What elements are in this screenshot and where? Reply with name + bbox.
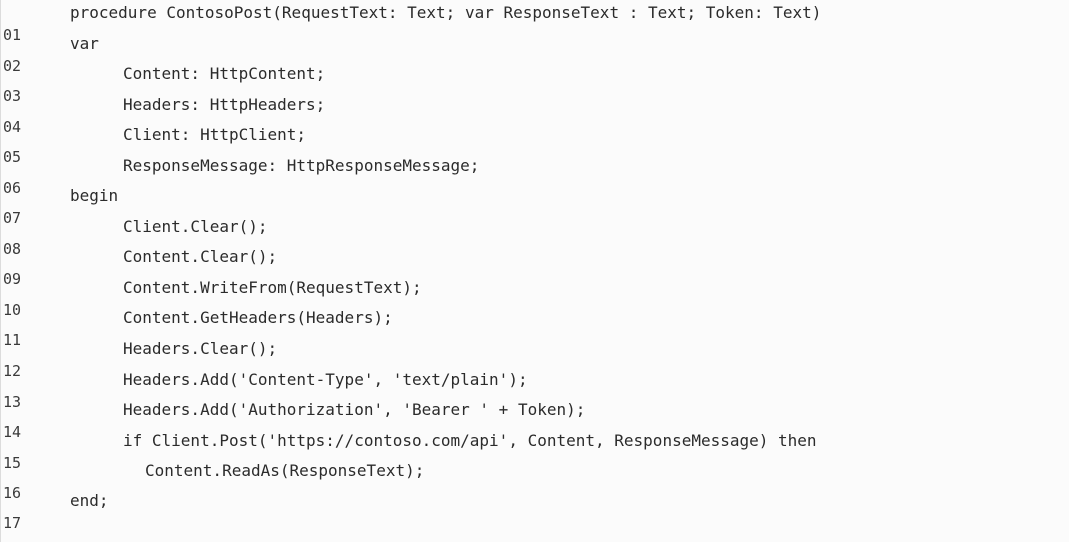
code-text: Content.ReadAs(ResponseText); (145, 461, 425, 480)
line-number: 15 (3, 454, 22, 472)
line-number: 09 (3, 270, 22, 288)
line-number: 06 (3, 179, 22, 197)
code-text: Content.GetHeaders(Headers); (123, 308, 393, 327)
code-text: procedure ContosoPost(RequestText: Text;… (70, 3, 822, 22)
line-number: 17 (3, 514, 22, 532)
line-number: 07 (3, 209, 22, 227)
code-text: Headers.Add('Authorization', 'Bearer ' +… (123, 400, 586, 419)
code-text: var (70, 34, 99, 53)
code-text: Headers.Clear(); (123, 339, 278, 358)
code-text: Content.WriteFrom(RequestText); (123, 278, 422, 297)
line-number: 02 (3, 57, 22, 75)
code-line: 10 Content.WriteFrom(RequestText); (0, 277, 422, 319)
code-line: 03 Content: HttpContent; (0, 63, 325, 105)
code-line: 05 Client: HttpClient; (0, 124, 306, 166)
code-line: 07 begin (0, 185, 118, 227)
line-number: 11 (3, 331, 22, 349)
code-text: Content: HttpContent; (123, 64, 326, 83)
line-number: 08 (3, 240, 22, 258)
code-line: 08 Client.Clear(); (0, 216, 268, 258)
code-text: Headers: HttpHeaders; (123, 95, 326, 114)
code-text: Client: HttpClient; (123, 125, 307, 144)
line-number: 04 (3, 118, 22, 136)
code-text: ResponseMessage: HttpResponseMessage; (123, 156, 480, 175)
code-line: 09 Content.Clear(); (0, 246, 277, 288)
code-text: begin (70, 186, 119, 205)
line-number: 16 (3, 484, 22, 502)
gutter-divider (0, 0, 1, 542)
code-line: 11 Content.GetHeaders(Headers); (0, 307, 393, 349)
code-text: Content.Clear(); (123, 247, 278, 266)
line-number: 12 (3, 362, 22, 380)
line-number: 13 (3, 393, 22, 411)
code-line: 15 if Client.Post('https://contoso.com/a… (0, 430, 817, 472)
code-text: Client.Clear(); (123, 217, 268, 236)
code-line: 04 Headers: HttpHeaders; (0, 94, 325, 136)
code-line: 06 ResponseMessage: HttpResponseMessage; (0, 155, 479, 197)
code-text: if Client.Post('https://contoso.com/api'… (123, 431, 817, 450)
code-line: 13 Headers.Add('Content-Type', 'text/pla… (0, 369, 528, 411)
line-number: 05 (3, 148, 22, 166)
code-line: 17 end; (0, 490, 109, 532)
code-line: 02 var (0, 33, 99, 75)
line-number: 14 (3, 423, 22, 441)
code-text: end; (70, 491, 109, 510)
code-line: 14 Headers.Add('Authorization', 'Bearer … (0, 399, 585, 441)
line-number: 10 (3, 301, 22, 319)
code-text: Headers.Add('Content-Type', 'text/plain'… (123, 370, 528, 389)
code-line: 16 Content.ReadAs(ResponseText); (0, 460, 424, 502)
code-line: 01 procedure ContosoPost(RequestText: Te… (0, 2, 821, 44)
line-number: 03 (3, 87, 22, 105)
line-number: 01 (3, 26, 22, 44)
code-line: 12 Headers.Clear(); (0, 338, 277, 380)
